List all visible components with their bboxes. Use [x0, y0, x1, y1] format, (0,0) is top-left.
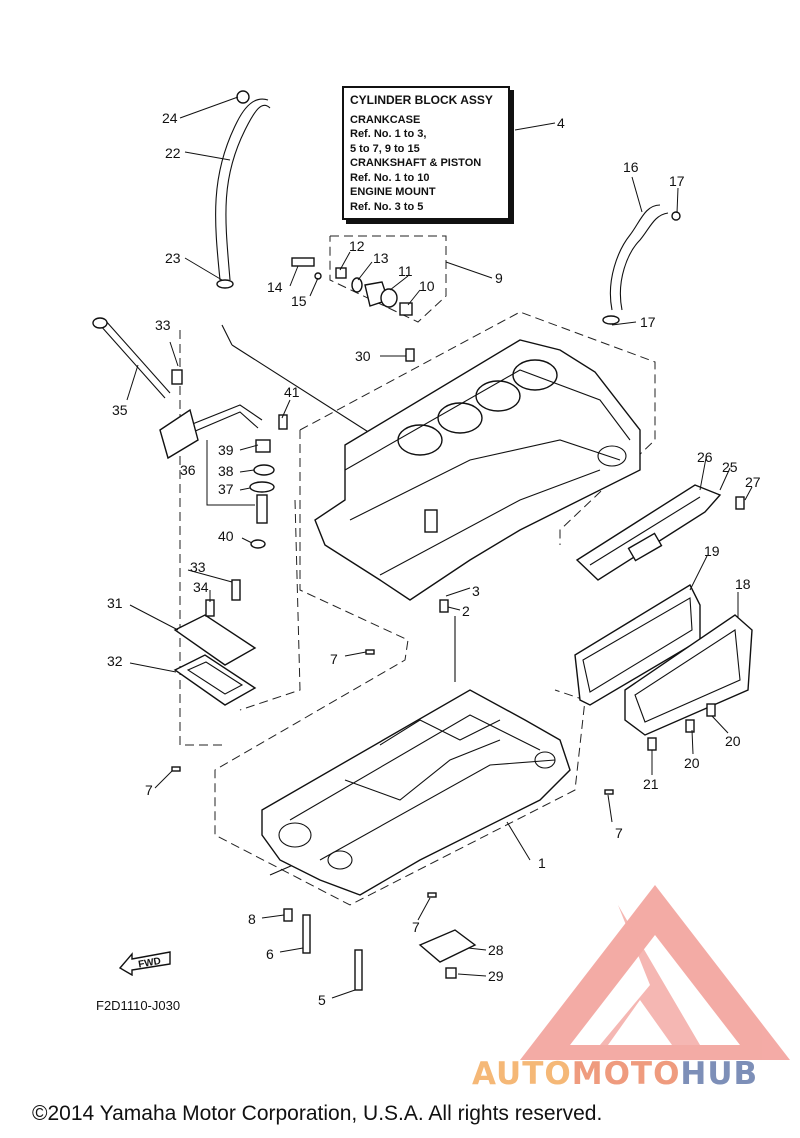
- callout-6: 6: [266, 946, 274, 962]
- watermark-text: AUTOMOTOHUB: [472, 1056, 758, 1092]
- watermark-part-moto: MOTO: [571, 1056, 681, 1092]
- callout-12: 12: [349, 238, 365, 254]
- strainer-plate: [418, 929, 477, 979]
- callout-13: 13: [373, 250, 389, 266]
- callout-20a: 20: [725, 733, 741, 749]
- mount-plates: [173, 579, 257, 706]
- callout-29: 29: [488, 968, 504, 984]
- callout-7d: 7: [412, 919, 420, 935]
- callout-32: 32: [107, 653, 123, 669]
- callout-18: 18: [735, 576, 751, 592]
- callout-26: 26: [697, 449, 713, 465]
- callout-25: 25: [722, 459, 738, 475]
- gauge-tube: [159, 404, 288, 549]
- legend-line: 5 to 7, 9 to 15: [350, 142, 420, 155]
- callout-11: 11: [398, 263, 413, 279]
- leader-lines: [126, 96, 753, 999]
- callout-16: 16: [623, 159, 639, 175]
- callout-33b: 33: [190, 559, 206, 575]
- callout-17a: 17: [669, 173, 685, 189]
- callout-31: 31: [107, 595, 123, 611]
- callout-8: 8: [248, 911, 256, 927]
- callout-41: 41: [284, 384, 300, 400]
- water-hose-16: [602, 204, 681, 325]
- callout-14: 14: [267, 279, 283, 295]
- callout-3: 3: [472, 583, 480, 599]
- callout-20b: 20: [684, 755, 700, 771]
- watermark-part-hub: HUB: [680, 1056, 759, 1092]
- callout-40: 40: [218, 528, 234, 544]
- copyright-notice: ©2014 Yamaha Motor Corporation, U.S.A. A…: [32, 1102, 603, 1125]
- callout-36: 36: [180, 462, 196, 478]
- side-manifold: [575, 484, 722, 581]
- callout-30: 30: [355, 348, 371, 364]
- callout-17b: 17: [640, 314, 656, 330]
- callout-15: 15: [291, 293, 307, 309]
- diagram-code: F2D1110-J030: [96, 998, 181, 1013]
- legend-line: Ref. No. 1 to 10: [350, 171, 430, 184]
- callout-35: 35: [112, 402, 128, 418]
- callout-38: 38: [218, 463, 234, 479]
- crankcase-lower: [261, 689, 571, 896]
- callout-19: 19: [704, 543, 720, 559]
- callout-10: 10: [419, 278, 435, 294]
- callout-4: 4: [557, 115, 565, 131]
- fwd-label: FWD: [137, 956, 161, 971]
- callout-24: 24: [162, 110, 178, 126]
- water-hose-22: [215, 90, 271, 289]
- legend-line: CRANKSHAFT & PISTON: [350, 157, 482, 169]
- legend-title: CYLINDER BLOCK ASSY: [350, 93, 493, 107]
- legend-line: ENGINE MOUNT: [350, 186, 436, 198]
- callout-21: 21: [643, 776, 659, 792]
- watermark-part-auto: AUTO: [472, 1056, 572, 1092]
- legend-line: CRANKCASE: [350, 113, 421, 126]
- watermark-logo: [520, 885, 790, 1060]
- callout-numbers: 4 24 22 23 14 15 12 13 11 10 9 16 17 17 …: [107, 110, 761, 1008]
- fwd-arrow-icon: FWD: [118, 951, 171, 976]
- callout-22: 22: [165, 145, 181, 161]
- bolts-and-dowels: [171, 348, 745, 991]
- callout-1: 1: [538, 855, 546, 871]
- callout-9: 9: [495, 270, 503, 286]
- legend-box: CYLINDER BLOCK ASSY CRANKCASE Ref. No. 1…: [342, 86, 510, 220]
- legend-line: Ref. No. 3 to 5: [350, 200, 424, 213]
- thermostat-housing: [291, 257, 413, 316]
- cylinder-block-upper: [314, 339, 641, 601]
- legend-line: Ref. No. 1 to 3,: [350, 128, 427, 140]
- callout-7b: 7: [145, 782, 153, 798]
- callout-7c: 7: [615, 825, 623, 841]
- callout-23: 23: [165, 250, 181, 266]
- callout-39: 39: [218, 442, 234, 458]
- callout-28: 28: [488, 942, 504, 958]
- callout-2: 2: [462, 603, 470, 619]
- callout-7a: 7: [330, 651, 338, 667]
- callout-34: 34: [193, 579, 209, 595]
- assembly-dashed-outlines: [179, 235, 656, 906]
- callout-5: 5: [318, 992, 326, 1008]
- dipstick: [92, 317, 171, 399]
- callout-27: 27: [745, 474, 761, 490]
- crankcase-cover: [574, 584, 753, 736]
- callout-33a: 33: [155, 317, 171, 333]
- callout-37: 37: [218, 481, 234, 497]
